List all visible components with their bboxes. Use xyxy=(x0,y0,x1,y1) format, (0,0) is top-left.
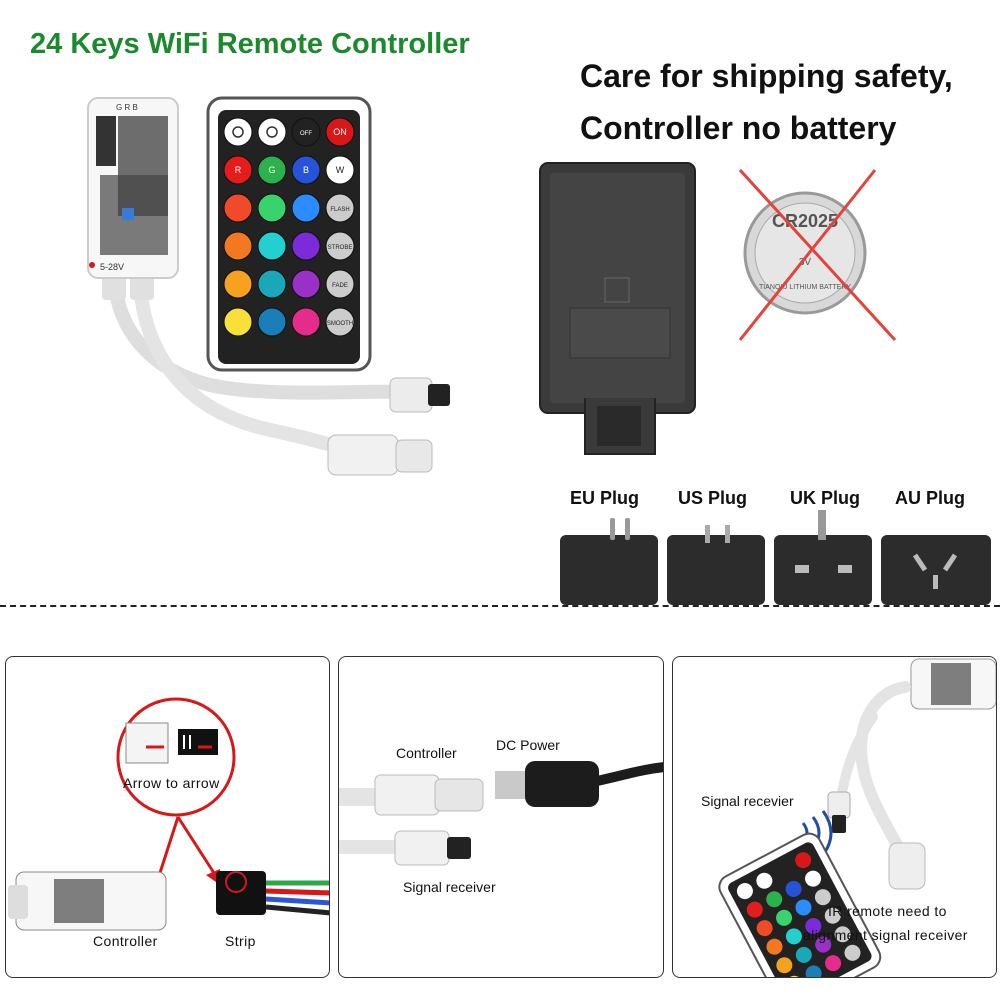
remote-key-label: B xyxy=(303,165,309,175)
ir-remote-key xyxy=(785,928,802,945)
section-divider xyxy=(0,605,1000,607)
remote-key-label: ON xyxy=(333,127,347,137)
remote-key[interactable] xyxy=(325,117,355,147)
remote-key[interactable] xyxy=(291,307,321,337)
remote-key[interactable] xyxy=(257,155,287,185)
brightness-icon xyxy=(266,126,278,138)
remote-key[interactable] xyxy=(223,269,253,299)
brightness-icon xyxy=(232,126,244,138)
ir-remote-key xyxy=(736,883,753,900)
ir-remote-key xyxy=(805,870,822,887)
power-adapters-image xyxy=(555,510,995,605)
ir-remote-key xyxy=(844,944,861,961)
ports-guide-panel: Controller DC Power Signal receiver xyxy=(338,656,664,978)
remote-key-label: R xyxy=(235,165,242,175)
remote-key[interactable] xyxy=(325,307,355,337)
remote-key[interactable] xyxy=(291,269,321,299)
remote-key[interactable] xyxy=(257,307,287,337)
remote-key[interactable] xyxy=(257,269,287,299)
eu-pin-2 xyxy=(625,518,630,540)
remote-key[interactable] xyxy=(291,231,321,261)
remote-key[interactable] xyxy=(223,231,253,261)
ir-remote-key xyxy=(776,957,793,974)
plug-label-uk: UK Plug xyxy=(790,488,860,508)
ir-remote-key xyxy=(775,862,792,879)
ir-remote-key xyxy=(805,918,822,935)
remote-key[interactable] xyxy=(223,307,253,337)
battery-model-text: CR2025 xyxy=(772,211,838,231)
remote-key-label: OFF xyxy=(300,131,312,137)
controller-pins-text: G R B xyxy=(116,103,138,112)
ir-remote-key xyxy=(795,852,812,869)
remote-key[interactable] xyxy=(257,117,287,147)
remote-key[interactable] xyxy=(325,269,355,299)
ir-remote-key xyxy=(746,901,763,918)
remote-key[interactable] xyxy=(223,155,253,185)
cross-line-b xyxy=(738,169,877,341)
ir-remote-key xyxy=(814,889,831,906)
plug-label-eu: EU Plug xyxy=(570,488,640,508)
ir-remote-key xyxy=(834,926,851,943)
shipping-notice-line2: Controller no battery xyxy=(580,110,897,146)
page-title: 24 Keys WiFi Remote Controller xyxy=(30,28,470,60)
ir-remote-key xyxy=(795,946,812,963)
signal-receiver-label: Signal receiver xyxy=(403,879,496,895)
shipping-notice-line1: Care for shipping safety, xyxy=(580,58,953,94)
plug-label-us: US Plug xyxy=(678,488,748,508)
remote-key-label: G xyxy=(268,165,275,175)
ir-remote-key xyxy=(825,955,842,972)
remote-key[interactable] xyxy=(291,193,321,223)
wifi-controller-image: G R B 5-28V OFF ON R G B W FLASH STROBE FADE SMOO… xyxy=(60,80,480,500)
plug-label-au: AU Plug xyxy=(895,488,965,508)
ir-note-line1: IR remote need to xyxy=(828,903,947,919)
remote-key[interactable] xyxy=(291,155,321,185)
ir-remote-key xyxy=(815,936,832,953)
ir-remote-key xyxy=(776,909,793,926)
remote-key[interactable] xyxy=(257,231,287,261)
battery-maker-text: TIANQIU LITHIUM BATTERY xyxy=(759,284,851,291)
ir-remote-key xyxy=(756,920,773,937)
remote-key-label: FADE xyxy=(332,283,348,289)
dc-power-label: DC Power xyxy=(496,737,560,753)
remote-key[interactable] xyxy=(223,117,253,147)
signal-receiver-label-ir: Signal recevier xyxy=(701,793,794,809)
arrow-to-arrow-caption: Arrow to arrow xyxy=(123,775,220,791)
coin-battery-image: CR2025 3V TIANQIU LITHIUM BATTERY xyxy=(735,165,910,345)
remote-key[interactable] xyxy=(325,193,355,223)
remote-key[interactable] xyxy=(325,155,355,185)
ir-alignment-panel: Signal recevier IR remote need to alignm… xyxy=(672,656,997,978)
ir-remote-key xyxy=(766,891,783,908)
remote-key[interactable] xyxy=(223,193,253,223)
controller-label: Controller xyxy=(396,745,457,761)
ir-remote-key xyxy=(756,872,773,889)
remote-key[interactable] xyxy=(325,231,355,261)
strip-caption: Strip xyxy=(225,933,256,949)
connection-guide-panel: Arrow to arrow Controller Strip xyxy=(5,656,330,978)
remote-key-label: SMOOTH xyxy=(327,321,353,327)
battery-compartment-image xyxy=(535,158,705,458)
battery-voltage-text: 3V xyxy=(799,257,812,268)
ir-remote-key xyxy=(785,880,802,897)
remote-key-label: W xyxy=(336,165,345,175)
eu-pin-1 xyxy=(610,518,615,540)
ir-note-line2: alignment signal receiver xyxy=(803,927,968,943)
ir-remote-key xyxy=(795,899,812,916)
ir-remote-key xyxy=(766,938,783,955)
controller-voltage-text: 5-28V xyxy=(100,262,124,272)
controller-caption: Controller xyxy=(93,933,158,949)
cross-line-a xyxy=(738,168,897,342)
remote-key[interactable] xyxy=(291,117,321,147)
remote-key-label: STROBE xyxy=(328,245,353,251)
ir-remote-key xyxy=(805,965,822,977)
remote-key[interactable] xyxy=(257,193,287,223)
remote-key-label: FLASH xyxy=(330,207,349,213)
ir-remote-key xyxy=(824,907,841,924)
